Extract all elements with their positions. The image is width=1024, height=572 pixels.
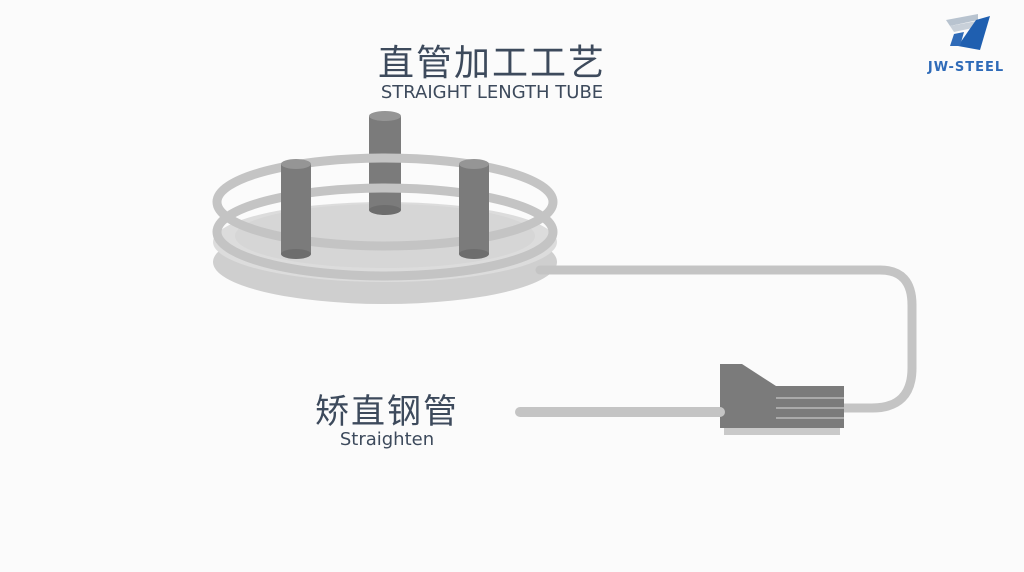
step-label-chinese: 矫直钢管 <box>315 392 459 432</box>
tube-path <box>535 265 917 413</box>
right-post <box>459 164 489 254</box>
title-chinese: 直管加工工艺 <box>377 43 606 84</box>
jw-steel-logo: JW-STEEL <box>920 10 1012 76</box>
title-english: STRAIGHT LENGTH TUBE <box>380 82 604 103</box>
left-post <box>281 164 311 254</box>
logo-text: JW-STEEL <box>927 60 1005 75</box>
coil-ring-front <box>212 183 558 281</box>
center-post <box>369 116 401 210</box>
step-label-english: Straighten <box>339 429 435 450</box>
straightener-machine <box>720 364 844 435</box>
logo-mark-icon <box>946 14 990 50</box>
coil-ring-back <box>212 153 558 251</box>
